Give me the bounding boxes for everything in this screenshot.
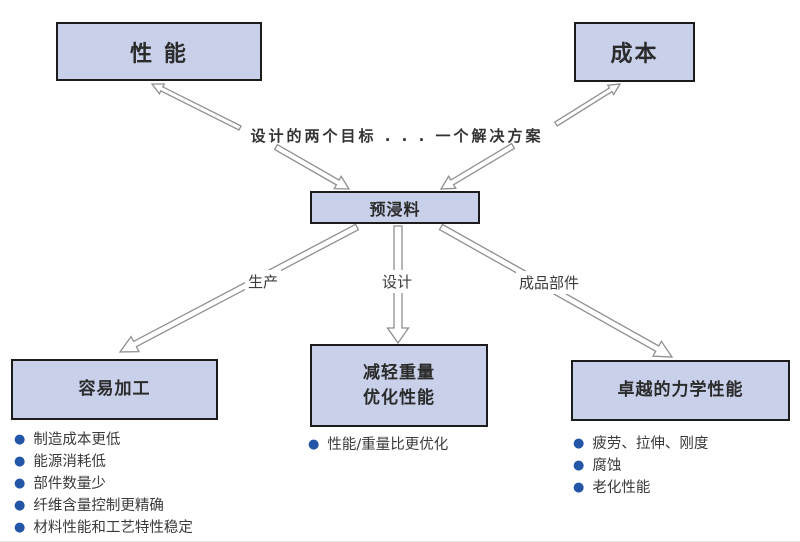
bullet-item: ● 疲劳、拉伸、刚度 [573, 433, 708, 455]
box-prepreg-label: 预浸料 [369, 199, 421, 219]
bullet-text: 疲劳、拉伸、刚度 [592, 436, 709, 452]
box-performance: 性 能 [56, 22, 262, 81]
bullet-item: ● 腐蚀 [573, 455, 708, 477]
bullet-text: 能源消耗低 [33, 454, 106, 470]
bullet-text: 纤维含量控制更精确 [33, 498, 164, 514]
flow-arrow [273, 143, 351, 190]
box-prepreg: 预浸料 [310, 191, 480, 224]
bullet-item: ● 性能/重量比更优化 [308, 434, 448, 456]
flow-arrow [118, 223, 360, 353]
box-weight-line1: 减轻重量 [363, 362, 435, 383]
branch-label-production: 生产 [244, 270, 282, 293]
bullet-text: 材料性能和工艺特性稳定 [33, 520, 193, 536]
bullet-text: 腐蚀 [592, 458, 622, 474]
bullet-dot-icon: ● [14, 454, 26, 469]
bullet-dot-icon: ● [308, 437, 320, 452]
box-easy-processing-label: 容易加工 [78, 379, 151, 399]
flow-arrow [150, 83, 242, 131]
caption-two-goals-one-solution: 设计的两个目标 . . . 一个解决方案 [250, 127, 544, 145]
box-cost: 成本 [574, 22, 695, 82]
bullet-text: 制造成本更低 [33, 432, 121, 448]
box-weight-performance: 减轻重量 优化性能 [310, 344, 488, 427]
bullet-dot-icon: ● [573, 436, 585, 451]
bullet-list-production-benefits: ● 制造成本更低 ● 能源消耗低 ● 部件数量少 ● 纤维含量控制更精确 ● 材料性能和工… [14, 429, 193, 539]
bullet-list-design-benefits: ● 性能/重量比更优化 [308, 434, 448, 456]
box-easy-processing: 容易加工 [11, 359, 218, 420]
branch-label-design: 设计 [378, 270, 416, 293]
bullet-dot-icon: ● [14, 432, 26, 447]
box-mechanical-properties-label: 卓越的力学性能 [617, 380, 744, 400]
branch-label-finished-parts: 成品部件 [515, 271, 583, 294]
box-cost-label: 成本 [610, 42, 659, 67]
bullet-item: ● 材料性能和工艺特性稳定 [14, 517, 193, 539]
bullet-text: 部件数量少 [33, 476, 106, 492]
box-mechanical-properties: 卓越的力学性能 [571, 360, 790, 421]
bullet-item: ● 制造成本更低 [14, 429, 193, 451]
bullet-dot-icon: ● [14, 476, 26, 491]
bullet-item: ● 部件数量少 [14, 473, 193, 495]
bullet-item: ● 纤维含量控制更精确 [14, 495, 193, 517]
bullet-item: ● 老化性能 [573, 477, 708, 499]
bullet-list-mechanical-benefits: ● 疲劳、拉伸、刚度 ● 腐蚀 ● 老化性能 [573, 433, 708, 499]
bullet-dot-icon: ● [573, 480, 585, 495]
flow-arrow [553, 83, 622, 127]
box-performance-label: 性 能 [130, 41, 188, 67]
bullet-dot-icon: ● [14, 520, 26, 535]
box-weight-line2: 优化性能 [363, 387, 435, 408]
flow-arrow [439, 142, 516, 190]
bullet-text: 性能/重量比更优化 [327, 437, 449, 453]
bullet-dot-icon: ● [573, 458, 585, 473]
bullet-text: 老化性能 [592, 480, 651, 496]
bullet-item: ● 能源消耗低 [14, 451, 193, 473]
bullet-dot-icon: ● [14, 498, 26, 513]
